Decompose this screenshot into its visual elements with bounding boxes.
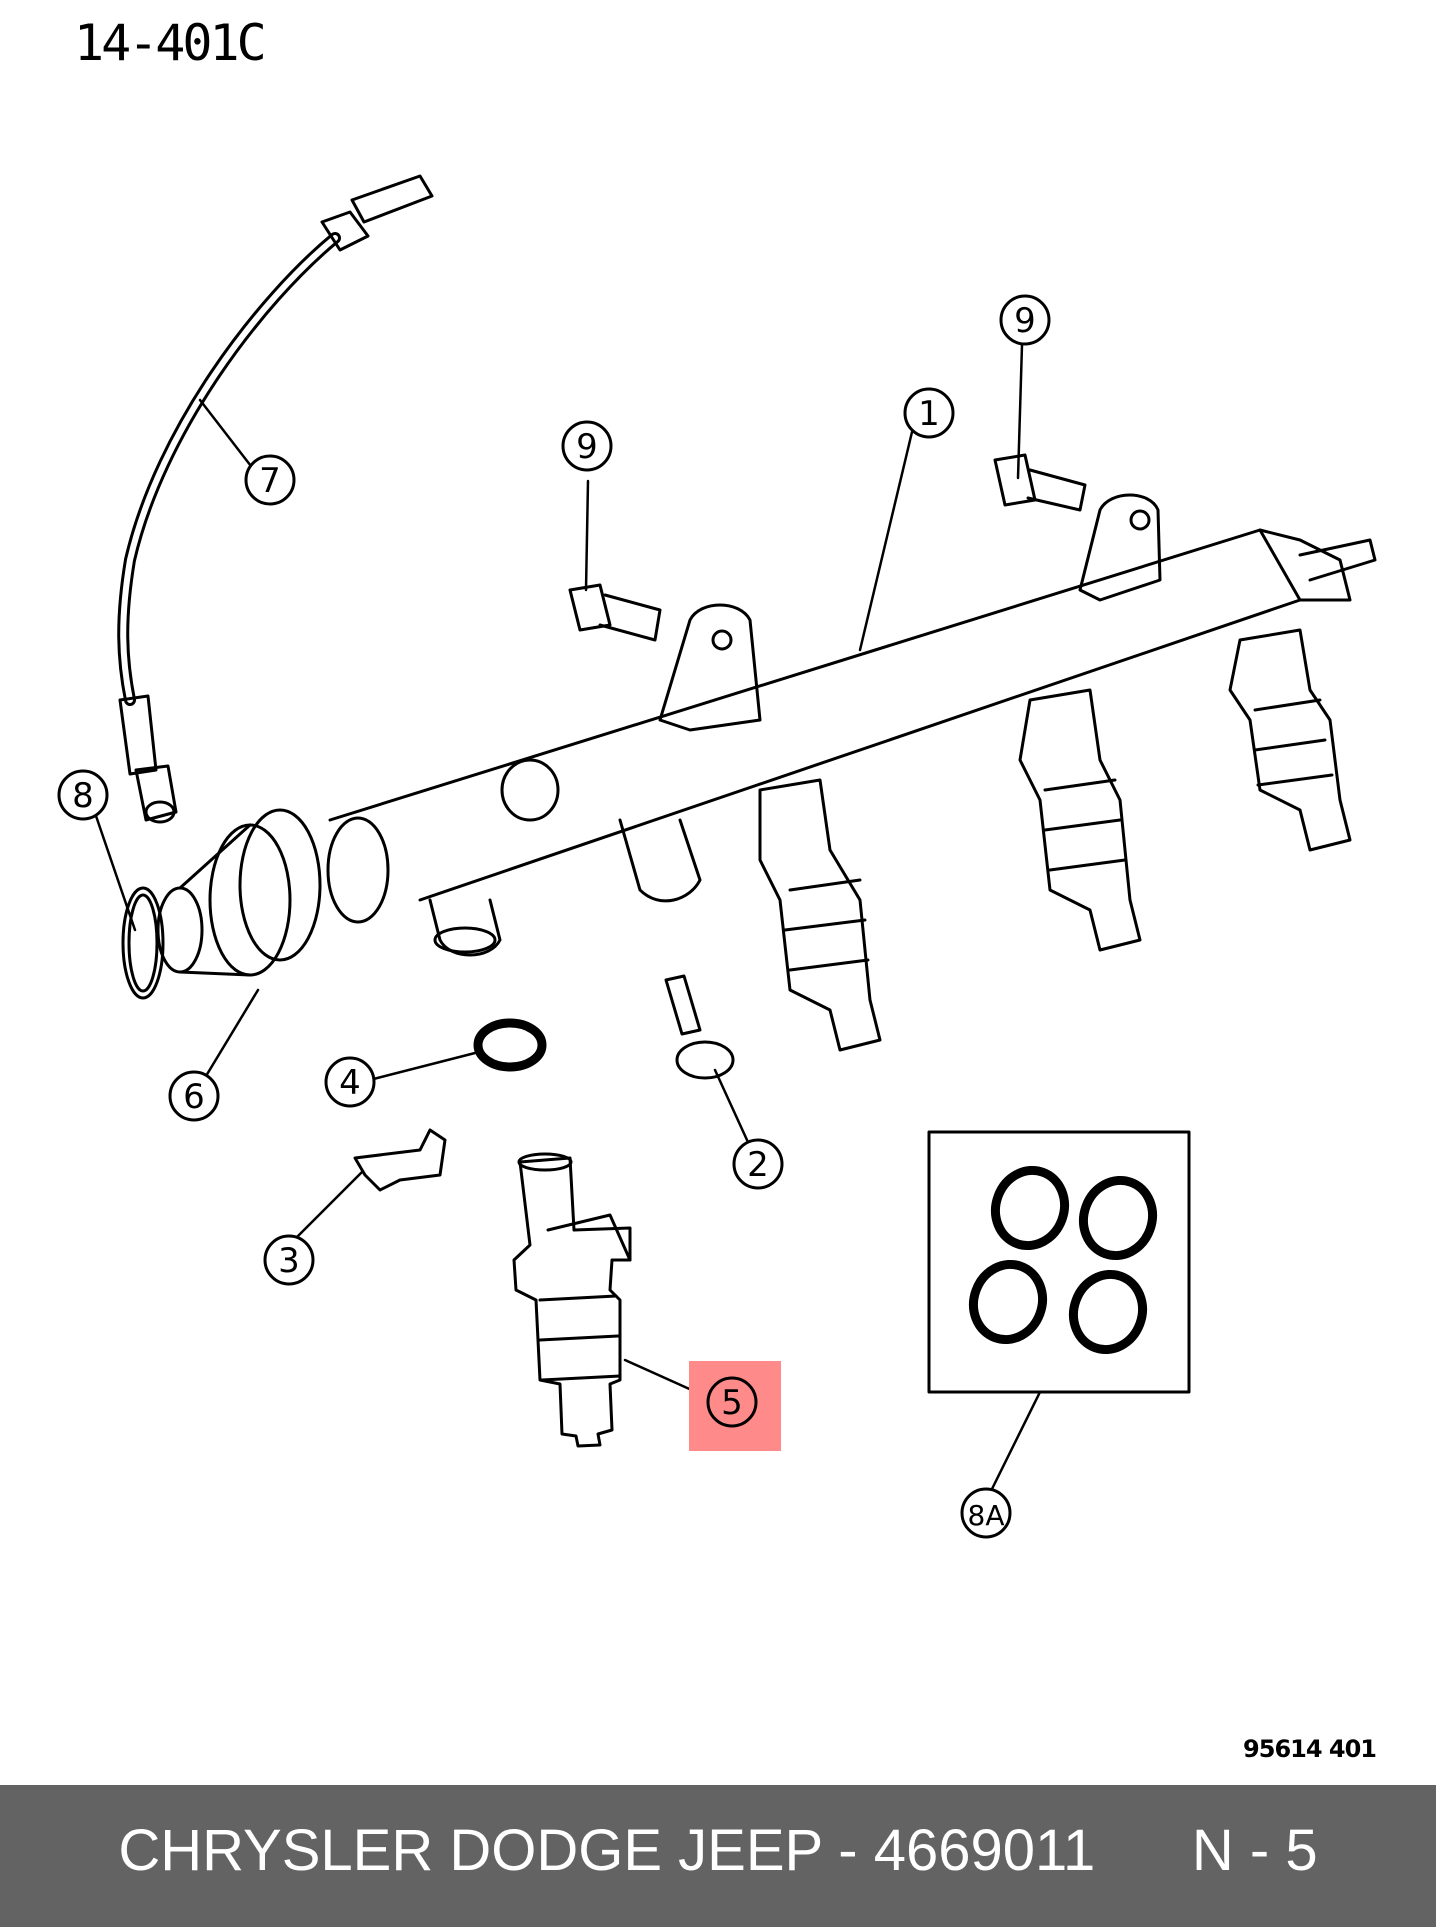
- o-ring-kit: [927, 1130, 1191, 1394]
- fuel-rail-diagram: 1 2 3 4 5 6 7 8 8A 9 9: [57, 174, 1377, 1539]
- callout-highlight: [689, 1361, 781, 1451]
- callout-label: 6: [183, 1077, 205, 1117]
- figure-id: 14-401C: [74, 14, 267, 72]
- fuel-injector: [512, 1152, 632, 1448]
- callout-label: 9: [576, 427, 598, 467]
- callout-label: 4: [339, 1063, 361, 1103]
- callout-label: 2: [747, 1145, 769, 1185]
- footer-separator: -: [838, 1818, 858, 1883]
- callout-2: 2: [732, 1138, 784, 1190]
- callout-7: 7: [244, 454, 296, 506]
- callout-1: 1: [903, 387, 955, 439]
- leader-lines: [93, 343, 1042, 1495]
- callout-label: 9: [1014, 301, 1036, 341]
- fuel-hose: [117, 174, 434, 824]
- callout-3: 3: [263, 1234, 315, 1286]
- footer-text: CHRYSLER DODGE JEEP - 4669011 N - 5: [0, 1817, 1436, 1884]
- snap-ring: [121, 886, 165, 1000]
- footer-bar: CHRYSLER DODGE JEEP - 4669011 N - 5: [0, 1785, 1436, 1927]
- callout-9-left: 9: [561, 420, 613, 472]
- reference-code: 95614 401: [1243, 1735, 1377, 1763]
- footer-brand: CHRYSLER DODGE JEEP: [118, 1818, 823, 1883]
- callout-label: 7: [259, 461, 281, 501]
- callout-8a: 8A: [960, 1487, 1012, 1539]
- o-ring: [473, 1018, 547, 1072]
- fuel-rail: [326, 493, 1377, 957]
- callout-5: 5: [706, 1376, 758, 1428]
- callout-6: 6: [168, 1070, 220, 1122]
- screw: [664, 974, 735, 1080]
- callout-label: 8: [72, 776, 94, 816]
- retaining-clip: [353, 1128, 447, 1192]
- callout-label: 1: [918, 394, 940, 434]
- callout-label: 3: [278, 1241, 300, 1281]
- footer-part-number: 4669011: [873, 1818, 1096, 1883]
- callout-label: 5: [721, 1383, 743, 1423]
- rail-injectors: [758, 628, 1352, 1052]
- callout-9-right: 9: [999, 294, 1051, 346]
- bolts: [568, 453, 1087, 642]
- footer-position: N - 5: [1191, 1818, 1318, 1883]
- callout-4: 4: [324, 1056, 376, 1108]
- pressure-regulator: [156, 808, 322, 977]
- callout-label: 8A: [968, 1499, 1005, 1532]
- callout-8: 8: [57, 769, 109, 821]
